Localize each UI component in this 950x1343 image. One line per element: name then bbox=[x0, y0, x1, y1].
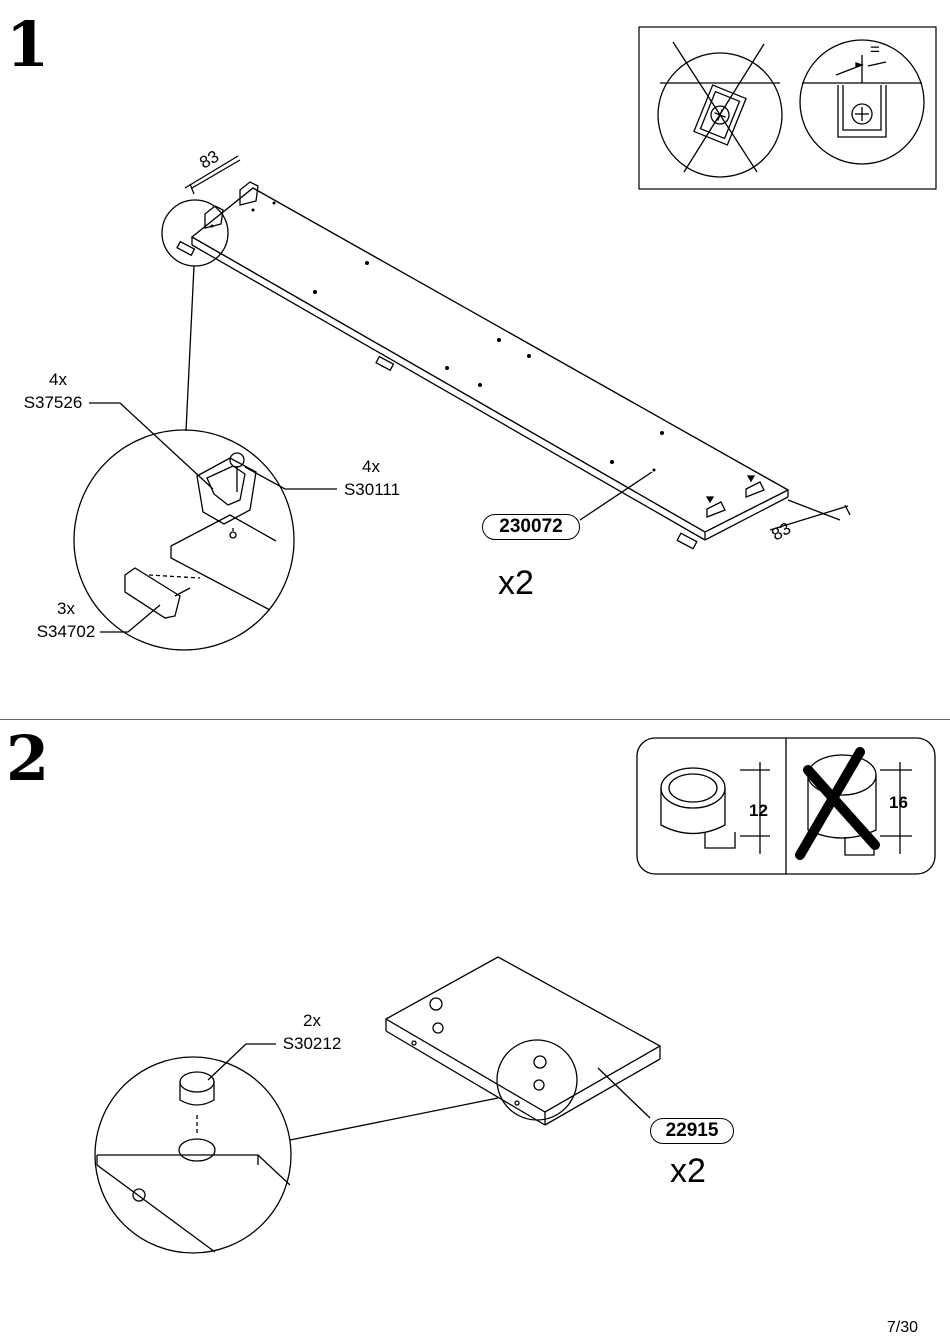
step-1-number: 1 bbox=[6, 8, 50, 81]
panel-code-badge: 230072 bbox=[482, 514, 580, 540]
step-2-number: 2 bbox=[6, 722, 50, 795]
equal-mark: = bbox=[870, 40, 880, 59]
part-code-cap: S34702 bbox=[36, 622, 96, 641]
part-qty-screw: 4x bbox=[362, 457, 380, 476]
long-panel-drawing bbox=[176, 155, 851, 550]
part-qty-bracket: 4x bbox=[49, 370, 67, 389]
panel-quantity: x2 bbox=[498, 564, 534, 602]
small-panel-drawing bbox=[289, 956, 662, 1141]
step2-cam-depth-check bbox=[636, 737, 936, 875]
panel-code-badge-2: 22915 bbox=[650, 1118, 734, 1144]
part-qty-cam: 2x bbox=[303, 1011, 321, 1030]
panel-quantity-2: x2 bbox=[670, 1152, 706, 1190]
correct-depth-label: 12 bbox=[749, 801, 768, 820]
step1-zoom-detail bbox=[73, 199, 337, 651]
part-qty-cap: 3x bbox=[57, 599, 75, 618]
part-code-screw: S30111 bbox=[343, 480, 401, 499]
part-code-bracket: S37526 bbox=[23, 393, 83, 412]
page-number: 7/30 bbox=[886, 1319, 918, 1336]
step1-orientation-detail bbox=[638, 26, 937, 190]
wrong-depth-label: 16 bbox=[889, 793, 908, 812]
step-divider bbox=[0, 719, 950, 720]
step2-zoom-detail bbox=[94, 1043, 292, 1254]
part-code-cam: S30212 bbox=[282, 1034, 342, 1053]
